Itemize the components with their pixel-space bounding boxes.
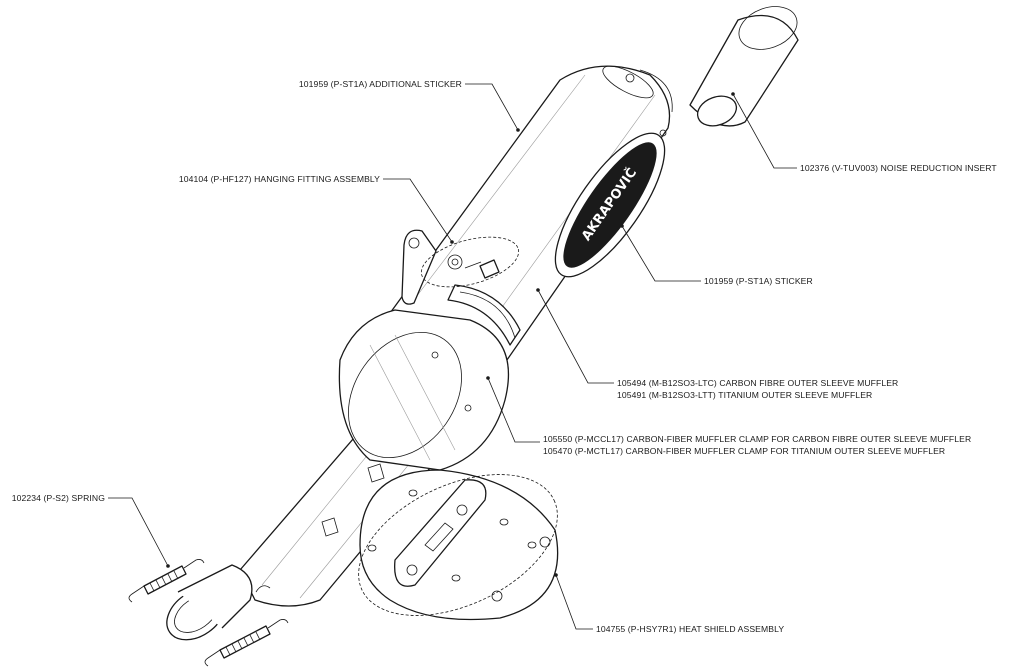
callout-additional-sticker: 101959 (P-ST1A) ADDITIONAL STICKER: [299, 79, 462, 89]
callout-outer-sleeve-line1: 105494 (M-B12SO3-LTC) CARBON FIBRE OUTER…: [617, 378, 898, 388]
pipe-outlet: [166, 564, 253, 641]
callout-muffler-clamp-line1: 105550 (P-MCCL17) CARBON-FIBER MUFFLER C…: [543, 434, 971, 444]
heat-shield: [358, 469, 559, 621]
callout-sticker: 101959 (P-ST1A) STICKER: [704, 276, 813, 286]
callout-spring: 102234 (P-S2) SPRING: [12, 493, 105, 503]
sticker-logo: AKRAPOVIČ: [554, 132, 666, 278]
noise-reduction-insert: [689, 6, 799, 127]
callout-noise-insert: 102376 (V-TUV003) NOISE REDUCTION INSERT: [800, 163, 997, 173]
leader-lines: [108, 83, 797, 630]
leader-spring: [108, 497, 169, 567]
leader-muffler-clamp: [487, 377, 540, 443]
callout-outer-sleeve-line2: 105491 (M-B12SO3-LTT) TITANIUM OUTER SLE…: [617, 390, 872, 400]
leader-additional-sticker: [465, 83, 519, 131]
leader-outer-sleeve: [537, 289, 614, 384]
leader-noise-insert: [732, 93, 797, 169]
callout-labels: 101959 (P-ST1A) ADDITIONAL STICKER 10410…: [12, 79, 998, 634]
spring-upper: [128, 559, 205, 603]
leader-sticker: [621, 225, 701, 282]
callout-heat-shield: 104755 (P-HSY7R1) HEAT SHIELD ASSEMBLY: [596, 624, 784, 634]
spring-lower: [204, 619, 289, 667]
hanging-fitting: [401, 229, 520, 305]
callout-hanging-fitting: 104104 (P-HF127) HANGING FITTING ASSEMBL…: [179, 174, 380, 184]
callout-muffler-clamp-line2: 105470 (P-MCTL17) CARBON-FIBER MUFFLER C…: [543, 446, 945, 456]
leader-heat-shield: [555, 574, 593, 630]
leader-hanging-fitting: [383, 178, 453, 243]
muffler-endcap: [338, 309, 509, 471]
muffler-clamp: [447, 284, 521, 346]
diagram-drawing: AKRAPOVIČ: [128, 6, 799, 667]
